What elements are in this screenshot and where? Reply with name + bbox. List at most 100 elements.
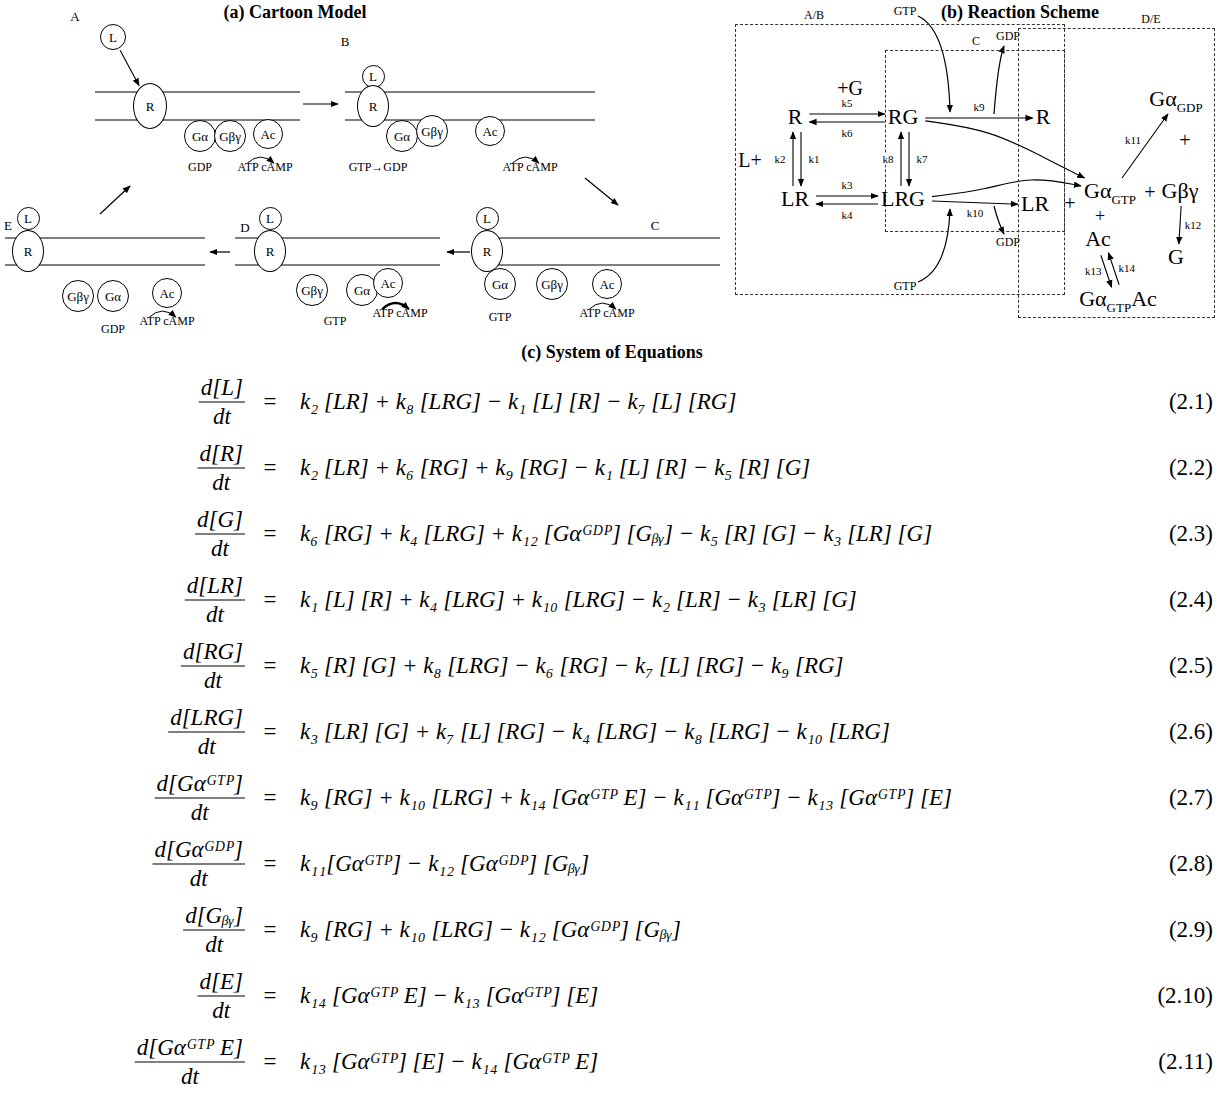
species-node: LR [780,188,814,212]
cartoon-label: ATP cAMP [237,161,292,175]
equation-part: dt [212,470,230,496]
cartoon-label: ATP cAMP [502,161,557,175]
equation-part: d[LR] [187,573,243,599]
species-text: Ac [380,277,395,290]
cartoon-label: D [240,221,249,236]
equation-part: = [264,455,277,481]
equation-part: k₁₁[Gαᴳᵀᴾ] − k₁₂ [Gαᴳᴰᴾ] [Gᵦᵧ] [300,851,589,877]
rate-constant: k9 [972,101,985,114]
equation-part: d[LRG] [170,705,243,731]
reaction-arrow [816,195,878,196]
step-arrow [100,186,130,214]
equation-part: (2.9) [1169,917,1213,943]
equation-part: = [264,983,277,1009]
equation-part: d[R] [200,441,243,467]
equation-part: d[Gαᴳᵀᴾ] [157,771,243,797]
group-heading: D/E [1141,13,1160,26]
equation-part: k₂ [LR] + k₈ [LRG] − k₁ [L] [R] − k₇ [L]… [300,389,736,415]
equation-part: (2.6) [1169,719,1213,745]
fraction-bar [198,995,245,996]
reaction-arrow [800,132,801,186]
species-text: GTP [1111,193,1136,206]
equation-part: = [264,785,277,811]
molecule-circle: Gα [97,280,129,312]
molecule-circle: Gβγ [536,268,568,300]
equation-part: dt [213,404,231,430]
fraction-bar [198,467,245,468]
equation-part: (2.4) [1169,587,1213,613]
reaction-arrow [809,113,884,114]
molecule-circle: R [254,230,286,272]
step-arrow [210,251,230,252]
step-arrow [447,251,470,252]
molecule-circle: Ac [373,268,403,298]
equation-part: (2.8) [1169,851,1213,877]
species-text: Ac [1131,288,1157,310]
equation-part: k₉ [RG] + k₁₀ [LRG] + k₁₄ [Gαᴳᵀᴾ E] − k₁… [300,785,952,811]
species-node: LR [1020,193,1054,217]
species-text: Gα [1084,180,1111,202]
reaction-arrow [925,121,1084,178]
equation-part: (2.7) [1169,785,1213,811]
scheme-label: L+ [738,149,762,172]
species-node: Gβγ [1161,180,1204,204]
nucleotide-arrow [994,206,1004,234]
membrane-line [95,91,300,92]
reaction-arrow [932,180,1081,197]
rate-constant: k6 [841,127,854,140]
molecule-circle: Gβγ [214,120,246,152]
equation-part: dt [204,668,222,694]
species-node: G [1167,246,1189,270]
species-text: Ac [159,287,174,300]
scheme-label: GDP [996,236,1020,250]
fraction-bar [135,1061,245,1062]
rate-constant: k1 [808,153,821,166]
equation-part: d[Gᵦᵧ] [185,903,243,929]
species-text: Gα [105,290,121,303]
scheme-label: + [1179,129,1190,152]
equation-part: = [264,851,277,877]
species-text: LRG [881,188,925,210]
species-text: LR [1021,193,1049,215]
molecule-circle: L [100,24,126,50]
molecule-circle: Gα [386,120,418,152]
species-text: L [24,212,32,225]
equation-part: = [264,653,277,679]
reaction-arrow [925,117,1032,118]
equation-part: k₁₄ [Gαᴳᵀᴾ E] − k₁₃ [Gαᴳᵀᴾ] [E] [300,983,598,1009]
species-text: GDP [1177,101,1203,114]
rate-constant: k7 [916,153,929,166]
reaction-arrow [816,203,878,204]
species-text: R [266,245,275,258]
scheme-label: GTP [894,5,917,19]
species-text: Ac [599,278,614,291]
equation-part: dt [190,866,208,892]
equation-part: dt [181,1064,199,1090]
rate-constant: k13 [1084,265,1103,278]
equation-part: (2.1) [1169,389,1213,415]
equation-part: d[Gαᴳᵀᴾ E] [137,1035,243,1061]
scheme-label: GDP [996,30,1020,44]
membrane-line [475,237,720,238]
species-text: Gα [492,278,508,291]
species-text: Ac [482,125,497,138]
fraction-bar [155,797,245,798]
species-text: Gβγ [219,130,241,143]
molecule-circle: L [476,207,499,230]
equation-part: (2.2) [1169,455,1213,481]
cartoon-label: E [4,219,12,234]
fraction-bar [183,929,245,930]
equation-part: dt [211,536,229,562]
cartoon-label: GDP [188,161,212,175]
species-text: L [483,212,491,225]
species-node: LRG [880,188,930,212]
rate-constant: k12 [1184,219,1203,232]
species-node: RG [887,106,924,130]
nucleotide-arrow [994,46,1004,114]
species-text: Gα [1149,88,1176,110]
species-text: Gα [192,130,208,143]
cartoon-label: GTP→GDP [349,161,408,175]
species-text: Ac [260,128,275,141]
